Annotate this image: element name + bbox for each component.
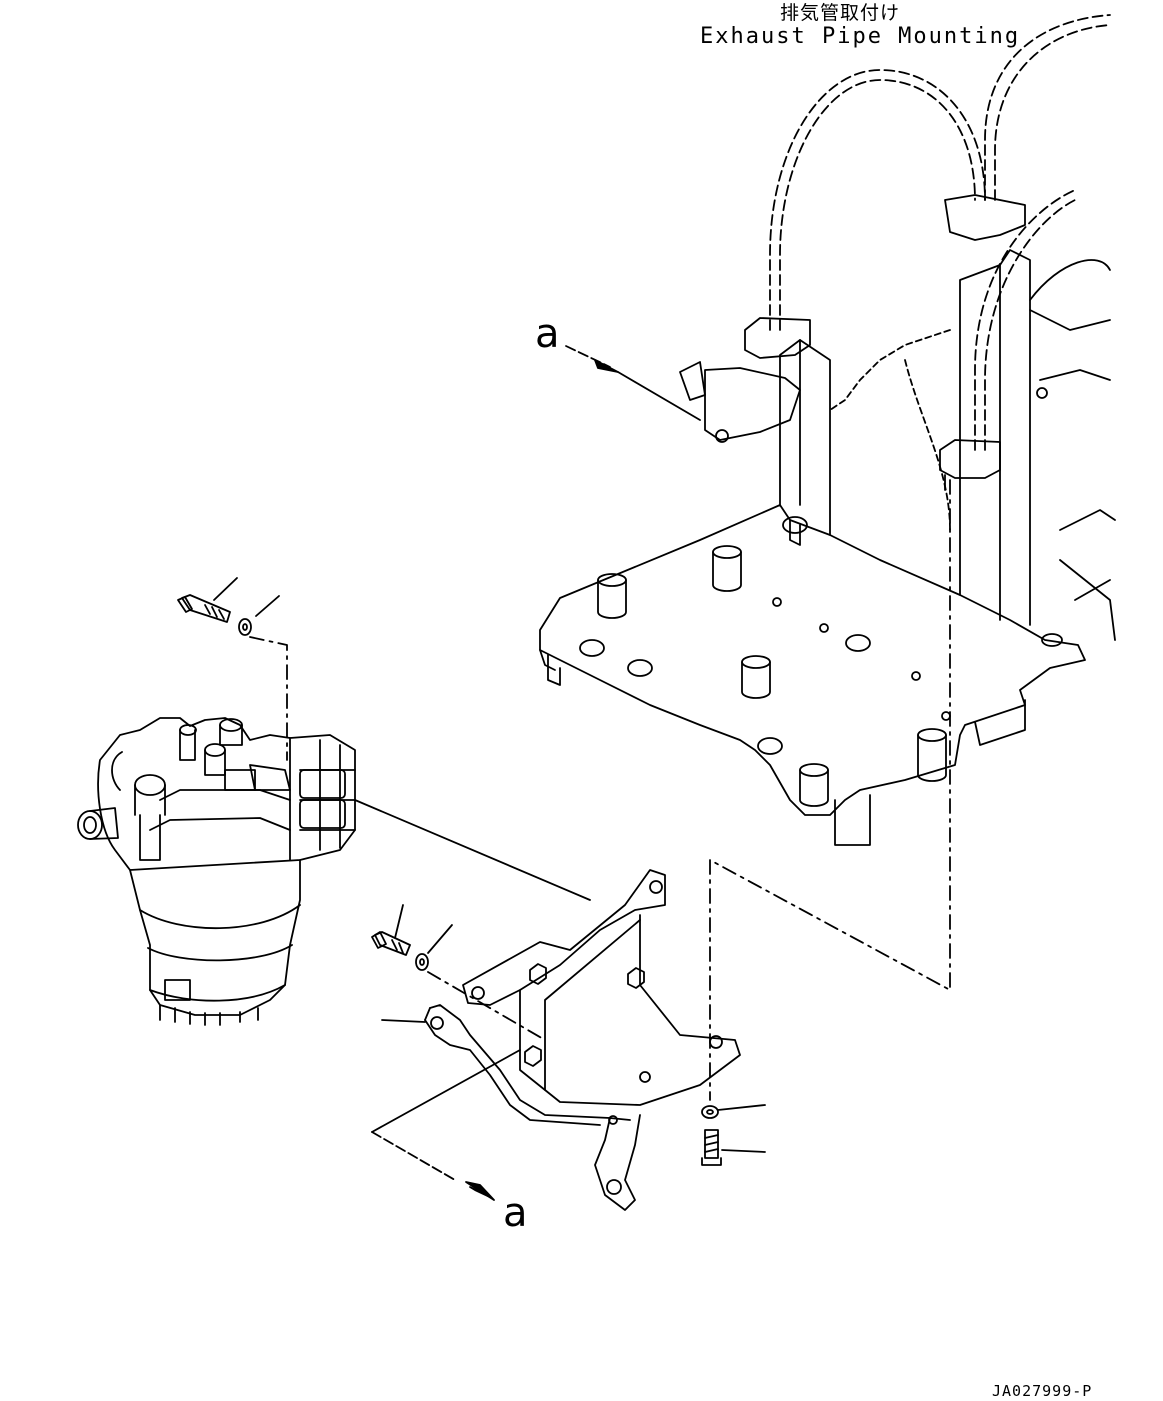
- base-posts: [579, 516, 1063, 807]
- leader-bolt-right: [709, 479, 951, 1101]
- view-label-lower: a: [503, 1190, 528, 1236]
- washer-upper-left: [238, 618, 252, 636]
- view-label-upper: a: [535, 311, 560, 357]
- fuel-filter-assembly: [77, 717, 356, 1026]
- drawing-id: JA027999-P: [992, 1382, 1093, 1400]
- filter-bracket: [424, 869, 741, 1211]
- exhaust-pipe-mounting-assembly: [539, 14, 1116, 846]
- mounting-base-plate: [539, 504, 1086, 816]
- bolt-middle: [371, 904, 546, 1041]
- bolt-upper-left: [177, 577, 288, 761]
- view-arrow-upper: [565, 345, 701, 421]
- title-japanese: 排気管取付け: [780, 2, 901, 24]
- bracket-pillar-left: [779, 339, 801, 506]
- exhaust-pipe-clamp-arcs: [769, 14, 1111, 451]
- washer-lower-right: [701, 1105, 719, 1119]
- title-english: Exhaust Pipe Mounting: [700, 24, 1021, 49]
- washer-middle: [415, 953, 429, 971]
- bolt-lower-right: [701, 1104, 766, 1166]
